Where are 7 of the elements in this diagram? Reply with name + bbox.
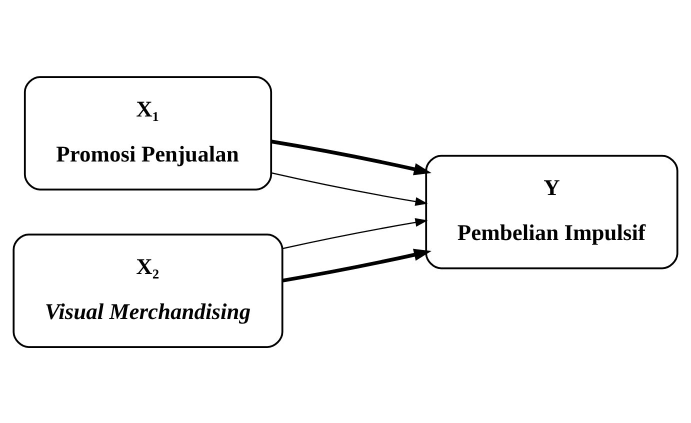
node-box: Y Pembelian Impulsif xyxy=(425,154,678,269)
arrow xyxy=(282,248,432,282)
arrow xyxy=(271,172,428,206)
node-box: X₂ Visual Merchandising xyxy=(12,233,284,348)
arrow xyxy=(270,139,432,175)
arrow xyxy=(282,218,428,249)
node-box: X₁ Promosi Penjualan xyxy=(24,76,272,190)
